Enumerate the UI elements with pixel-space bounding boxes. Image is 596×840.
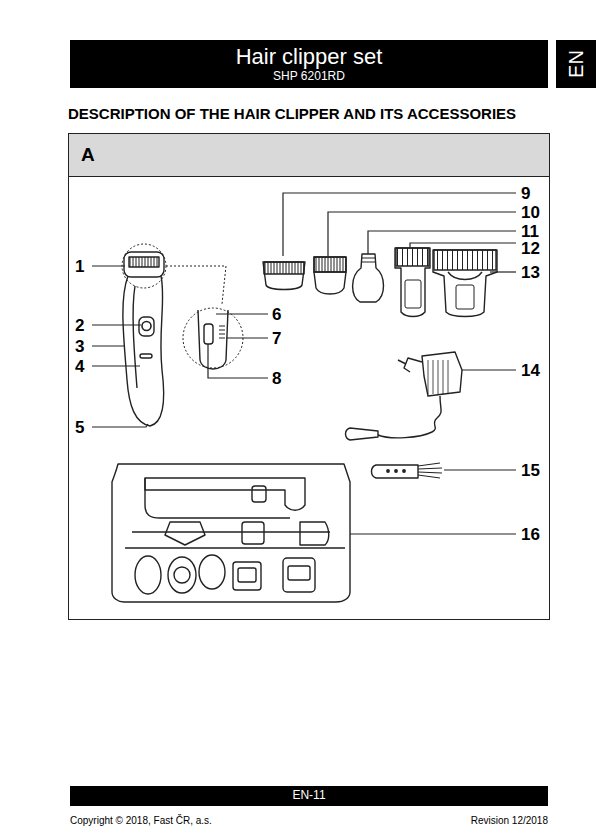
language-code: EN <box>565 50 587 78</box>
callout-number: 5 <box>75 419 84 436</box>
page-number-bar: EN-11 <box>70 786 548 806</box>
callout-number: 11 <box>521 223 539 240</box>
title-band: Hair clipper setSHP 6201RD <box>70 40 548 88</box>
callout-number: 2 <box>75 317 84 334</box>
callout-number: 6 <box>272 306 281 323</box>
callout-number: 10 <box>521 204 540 221</box>
title-text: Hair clipper set <box>236 45 383 69</box>
callout-number: 7 <box>272 330 281 347</box>
model-number: SHP 6201RD <box>273 70 345 83</box>
callout-number: 13 <box>521 264 540 281</box>
callout-number: 12 <box>521 240 540 257</box>
figure-letter: A <box>81 145 549 166</box>
callout-number: 16 <box>521 526 540 543</box>
callout-number: 14 <box>521 362 540 379</box>
callout-number: 9 <box>521 185 530 202</box>
page-number: EN-11 <box>292 789 325 802</box>
callout-number: 4 <box>75 358 84 375</box>
callout-number: 15 <box>521 462 540 479</box>
language-tab: EN <box>556 40 596 88</box>
figure-panel: A <box>68 133 550 620</box>
copyright-note: Copyright © 2018, Fast ČR, a.s. <box>70 816 212 826</box>
section-heading: DESCRIPTION OF THE HAIR CLIPPER AND ITS … <box>68 106 516 121</box>
callout-number: 8 <box>272 370 281 387</box>
callout-number: 3 <box>75 338 84 355</box>
callout-number: 1 <box>75 258 84 275</box>
revision-note: Revision 12/2018 <box>471 816 548 826</box>
